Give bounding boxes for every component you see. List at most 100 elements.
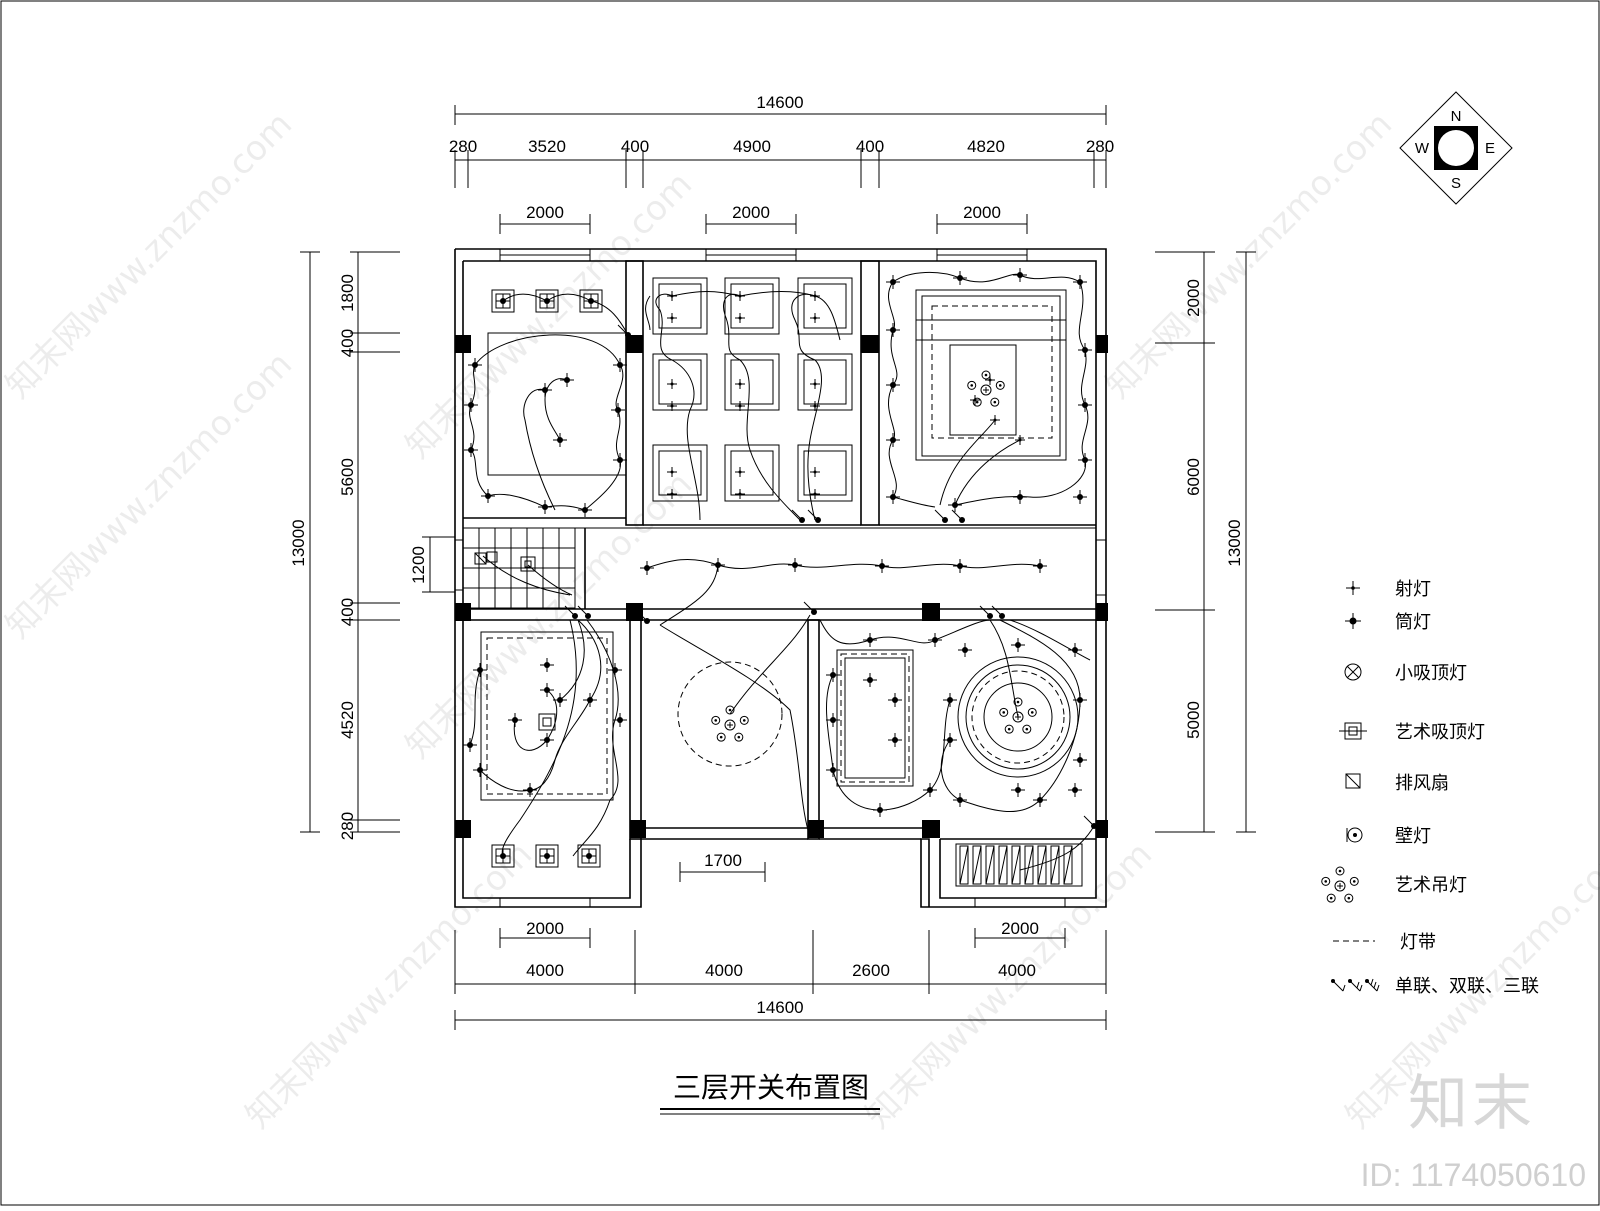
spotlight-fixture bbox=[667, 313, 677, 323]
spotlight-icon bbox=[1346, 581, 1360, 595]
downlight-fixture bbox=[583, 693, 597, 707]
dim-left-seg-3: 5600 bbox=[338, 458, 357, 496]
brand-logo-text: 知末 bbox=[1408, 1069, 1536, 1139]
downlight-fixture bbox=[613, 713, 627, 727]
dim-right-seg-2: 6000 bbox=[1184, 458, 1203, 496]
legend-label-0: 射灯 bbox=[1395, 579, 1431, 600]
downlight-fixture bbox=[473, 763, 487, 777]
spotlight-fixture bbox=[667, 291, 677, 301]
dim-bottom-seg-3: 2600 bbox=[852, 961, 890, 980]
top-dimensions: 14600 280 3520 400 4900 400 4820 280 200… bbox=[449, 93, 1114, 234]
downlight-fixture bbox=[464, 398, 478, 412]
downlight-fixture bbox=[523, 783, 537, 797]
downlight-fixture bbox=[613, 453, 627, 467]
downlight-fixture bbox=[923, 783, 937, 797]
dim-left-seg-6: 280 bbox=[338, 812, 357, 840]
downlight-fixture bbox=[863, 633, 877, 647]
downlight-fixture bbox=[1068, 643, 1082, 657]
art-ceiling-lamp-fixture bbox=[538, 713, 556, 731]
dim-top-seg-7: 280 bbox=[1086, 137, 1114, 156]
watermark-5: 知末网www.znzmo.com bbox=[398, 464, 700, 766]
switch-symbol bbox=[617, 324, 631, 338]
downlight-fixture bbox=[540, 294, 554, 308]
spotlight-fixture bbox=[990, 415, 1000, 425]
downlight-fixture bbox=[1073, 275, 1087, 289]
art-ceiling-lamp-icon bbox=[1339, 722, 1367, 740]
downlight-fixture bbox=[711, 558, 725, 572]
spotlight-fixture bbox=[667, 401, 677, 411]
downlight-fixture bbox=[553, 693, 567, 707]
downlight-fixture bbox=[1078, 453, 1092, 467]
downlight-fixture bbox=[553, 433, 567, 447]
downlight-fixture bbox=[481, 489, 495, 503]
spotlight-fixture bbox=[735, 401, 745, 411]
dim-left-seg-4: 400 bbox=[338, 598, 357, 626]
spotlight-fixture bbox=[735, 467, 745, 477]
compass-e: E bbox=[1485, 140, 1495, 157]
drawing-title: 三层开关布置图 bbox=[673, 1071, 869, 1104]
downlight-fixture bbox=[496, 294, 510, 308]
dim-bottom-seg-1: 4000 bbox=[526, 961, 564, 980]
switch-symbol bbox=[636, 610, 650, 624]
spotlight-fixture bbox=[735, 489, 745, 499]
switch-symbol bbox=[791, 509, 805, 523]
downlight-fixture bbox=[1073, 753, 1087, 767]
legend-label-3: 艺术吸顶灯 bbox=[1395, 722, 1485, 743]
art-chandelier-icon bbox=[1321, 866, 1359, 903]
downlight-fixture bbox=[463, 738, 477, 752]
building-walls bbox=[454, 248, 1107, 908]
dim-left-bath: 1200 bbox=[409, 546, 428, 584]
wiring bbox=[469, 271, 1095, 871]
watermark-7: 知末网www.znzmo.com bbox=[858, 834, 1160, 1136]
compass-n: N bbox=[1451, 108, 1462, 125]
dim-bottom-seg-2: 4000 bbox=[705, 961, 743, 980]
spotlight-fixture bbox=[810, 401, 820, 411]
dim-top-seg-6: 4820 bbox=[967, 137, 1005, 156]
dim-right-seg-3: 5000 bbox=[1184, 701, 1203, 739]
dim-top-window-2: 2000 bbox=[732, 203, 770, 222]
left-dimensions: 13000 1800 400 5600 400 4520 280 1200 bbox=[289, 251, 455, 840]
downlight-fixture bbox=[540, 733, 554, 747]
downlight-fixture bbox=[464, 443, 478, 457]
downlight-fixture bbox=[1013, 490, 1027, 504]
switch-symbol bbox=[807, 509, 821, 523]
downlight-fixture bbox=[886, 323, 900, 337]
downlight-fixture bbox=[1068, 783, 1082, 797]
downlight-fixture bbox=[508, 713, 522, 727]
legend-label-7: 灯带 bbox=[1400, 932, 1436, 953]
downlight-fixture bbox=[640, 561, 654, 575]
spotlight-fixture bbox=[667, 467, 677, 477]
downlight-fixture bbox=[468, 358, 482, 372]
spotlight-fixture bbox=[810, 291, 820, 301]
switch-icon bbox=[1331, 978, 1380, 992]
downlight-fixture bbox=[538, 500, 552, 514]
legend-label-8: 单联、双联、三联 bbox=[1395, 976, 1539, 997]
drawing-title-block: 三层开关布置图 bbox=[660, 1071, 880, 1115]
switch-symbol bbox=[564, 605, 578, 619]
legend-label-5: 壁灯 bbox=[1395, 826, 1431, 847]
downlight-fixture bbox=[496, 849, 510, 863]
legend-label-4: 排风扇 bbox=[1395, 773, 1449, 794]
downlight-fixture bbox=[953, 271, 967, 285]
downlight-fixture bbox=[1073, 693, 1087, 707]
compass-s: S bbox=[1451, 175, 1461, 192]
downlight-fixture bbox=[1013, 268, 1027, 282]
spotlight-fixture bbox=[735, 379, 745, 389]
downlight-fixture bbox=[473, 663, 487, 677]
chandelier-fixture bbox=[999, 697, 1037, 734]
dim-top-seg-5: 400 bbox=[856, 137, 884, 156]
spotlight-fixture bbox=[810, 379, 820, 389]
downlight-fixture bbox=[584, 294, 598, 308]
switch-symbol bbox=[951, 509, 965, 523]
dim-right-total: 13000 bbox=[1225, 519, 1244, 566]
downlight-fixture bbox=[540, 658, 554, 672]
downlight-fixture bbox=[826, 713, 840, 727]
dim-left-seg-5: 4520 bbox=[338, 701, 357, 739]
dim-bottom-window-1: 2000 bbox=[526, 919, 564, 938]
dim-right-seg-1: 2000 bbox=[1184, 279, 1203, 317]
north-compass: N S W E bbox=[1399, 91, 1513, 205]
spotlight-fixture bbox=[810, 489, 820, 499]
dim-top-window-3: 2000 bbox=[963, 203, 1001, 222]
dim-left-seg-2: 400 bbox=[338, 329, 357, 357]
